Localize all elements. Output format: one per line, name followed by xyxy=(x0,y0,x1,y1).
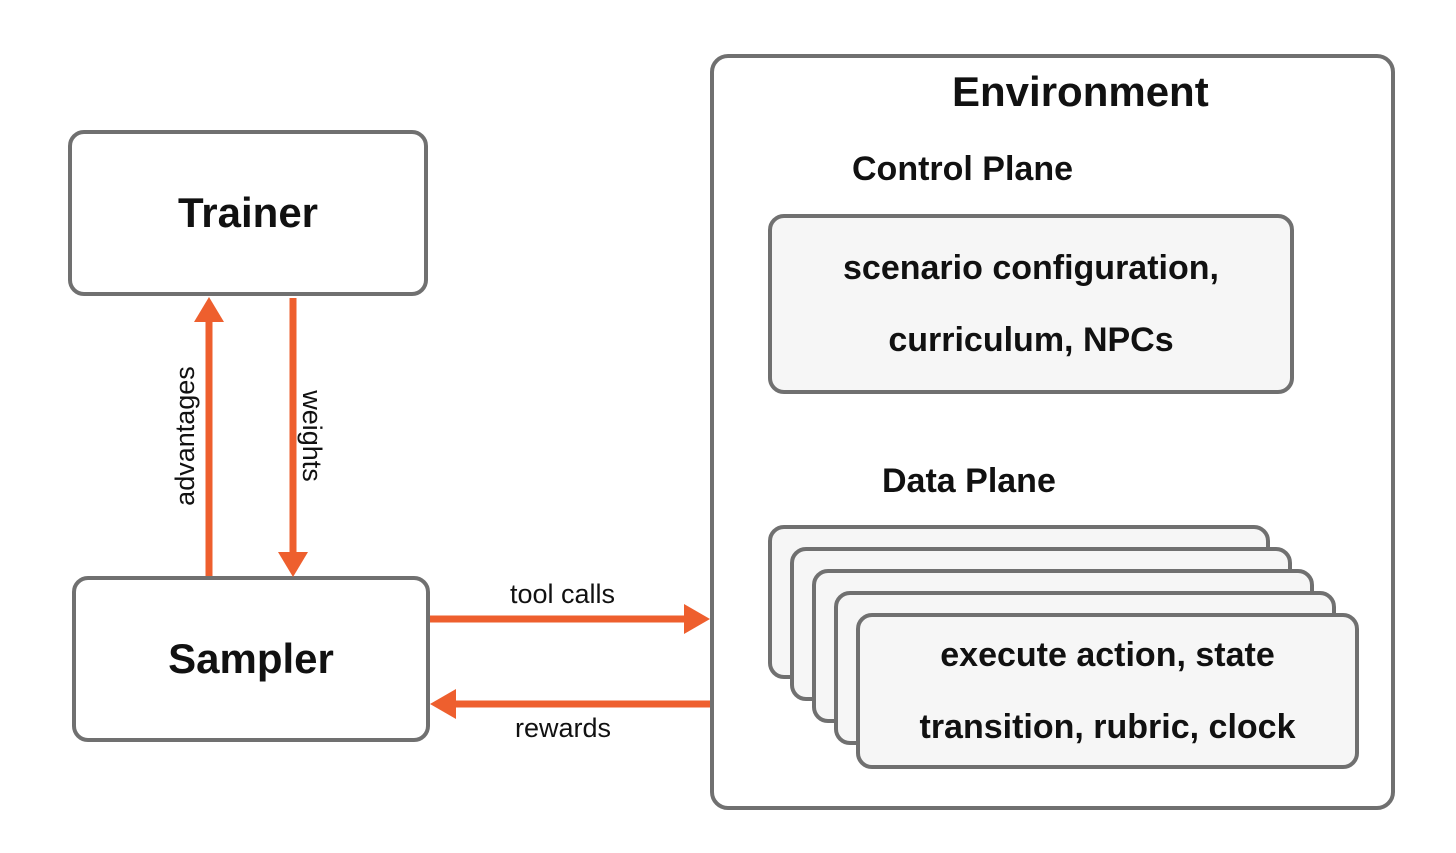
data-plane-line1: execute action, state xyxy=(940,636,1275,674)
data-plane-line2: transition, rubric, clock xyxy=(919,708,1296,746)
trainer-label: Trainer xyxy=(177,189,319,236)
weights-arrow xyxy=(278,298,308,577)
environment-title: Environment xyxy=(952,68,1209,115)
advantages-arrow xyxy=(194,297,224,576)
rewards-label: rewards xyxy=(515,713,612,743)
sampler-node: Sampler xyxy=(72,576,430,742)
trainer-node: Trainer xyxy=(68,130,428,296)
sampler-label: Sampler xyxy=(168,635,334,682)
control-plane-line1: scenario configuration, xyxy=(843,249,1219,287)
rewards-arrow xyxy=(430,689,710,719)
control-plane-box: scenario configuration, curriculum, NPCs xyxy=(768,214,1294,394)
weights-label: weights xyxy=(297,390,327,482)
tool-calls-arrow xyxy=(430,604,710,634)
control-plane-line2: curriculum, NPCs xyxy=(888,321,1174,359)
advantages-label: advantages xyxy=(170,366,200,506)
data-plane-box: execute action, state transition, rubric… xyxy=(856,613,1359,769)
tool-calls-label: tool calls xyxy=(510,579,616,609)
data-plane-heading: Data Plane xyxy=(882,462,1056,500)
control-plane-heading: Control Plane xyxy=(852,150,1074,188)
